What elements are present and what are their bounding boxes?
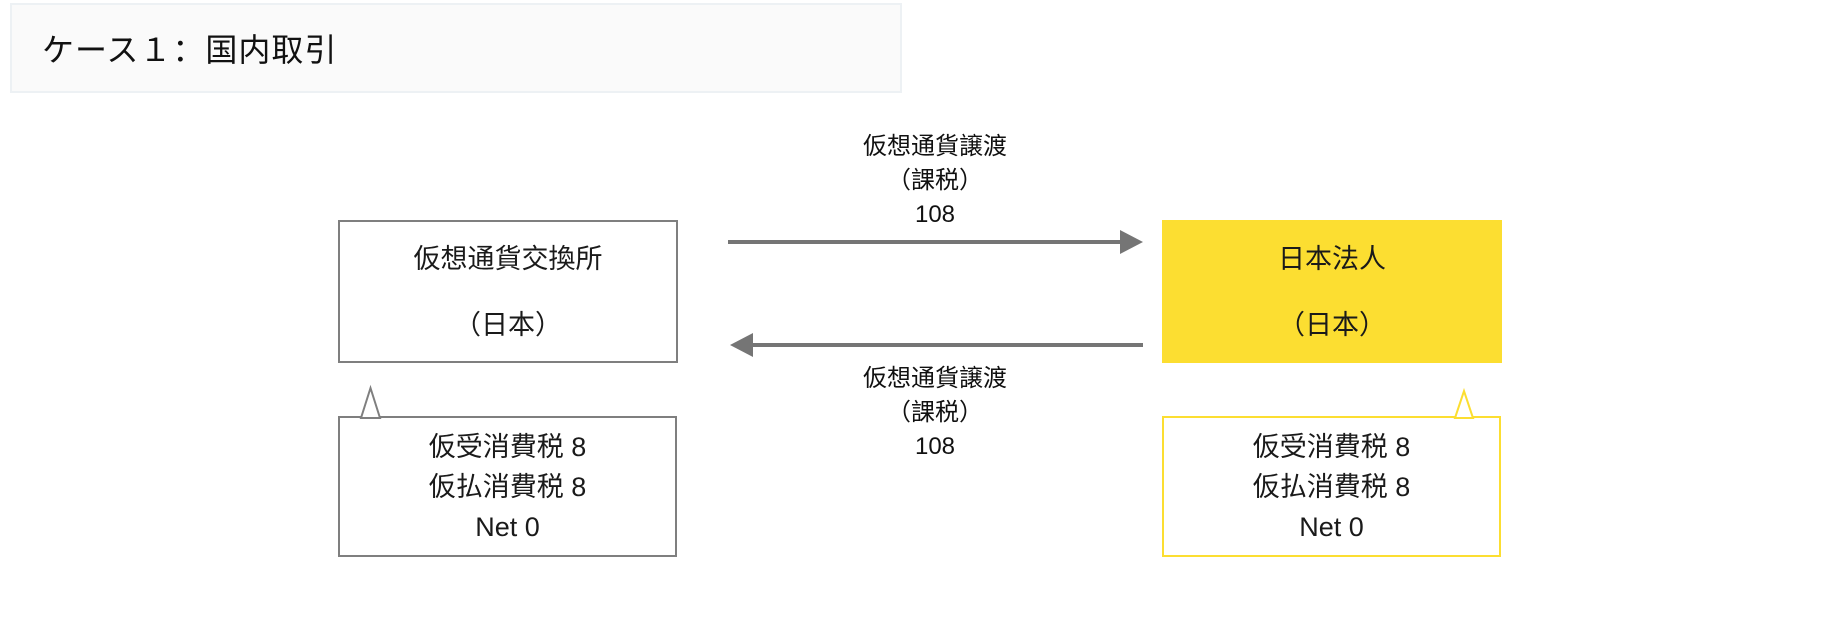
bottom-arrow-label: 仮想通貨譲渡 （課税） 108 <box>735 362 1135 464</box>
bottom-arrow-label-line2: （課税） <box>887 399 983 426</box>
exchange-box-country: （日本） <box>454 309 562 340</box>
top-arrow-label-line2: （課税） <box>887 167 983 194</box>
corp-box: 日本法人 （日本） <box>1162 220 1502 363</box>
top-arrow-label-line1: 仮想通貨譲渡 <box>863 133 1007 160</box>
exchange-note-tail <box>359 384 382 419</box>
top-arrow <box>728 230 1143 254</box>
corp-box-country: （日本） <box>1278 309 1386 340</box>
corp-note-line2: 仮払消費税 8 <box>1252 471 1411 502</box>
exchange-note-line2: 仮払消費税 8 <box>428 471 587 502</box>
exchange-note-line3: Net 0 <box>475 511 540 542</box>
bottom-arrow-label-amount: 108 <box>914 433 956 460</box>
case-title: ケース１：国内取引 <box>42 32 338 68</box>
corp-note-line3: Net 0 <box>1299 511 1364 542</box>
top-arrow-label-amount: 108 <box>914 201 956 228</box>
exchange-note-box: 仮受消費税 8 仮払消費税 8 Net 0 <box>338 416 677 557</box>
bottom-arrow-label-line1: 仮想通貨譲渡 <box>863 365 1007 392</box>
corp-note-line1: 仮受消費税 8 <box>1252 431 1411 462</box>
corp-note-tail <box>1453 387 1475 419</box>
case-header: ケース１：国内取引 <box>10 3 902 93</box>
corp-note-box: 仮受消費税 8 仮払消費税 8 Net 0 <box>1162 416 1501 557</box>
top-arrow-label: 仮想通貨譲渡 （課税） 108 <box>735 130 1135 232</box>
bottom-arrow-head-icon <box>730 333 753 357</box>
exchange-box: 仮想通貨交換所 （日本） <box>338 220 678 363</box>
exchange-note-line1: 仮受消費税 8 <box>428 431 587 462</box>
corp-box-name: 日本法人 <box>1278 243 1386 274</box>
exchange-box-name: 仮想通貨交換所 <box>413 243 603 274</box>
bottom-arrow <box>730 333 1143 357</box>
top-arrow-head-icon <box>1120 230 1143 254</box>
